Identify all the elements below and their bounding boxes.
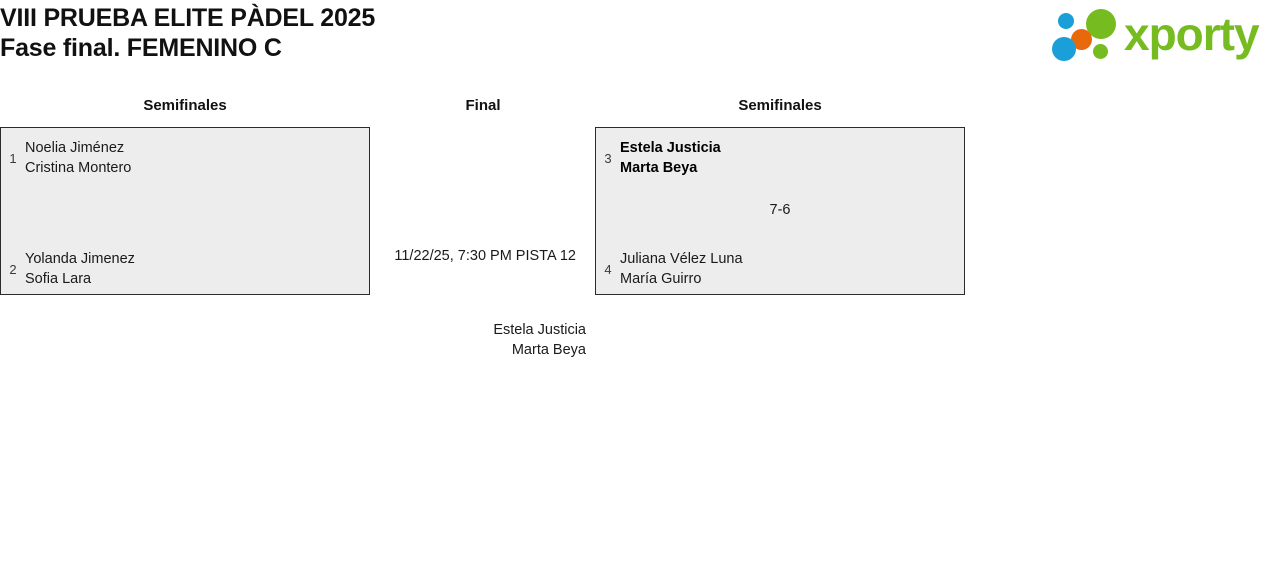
logo-dot-orange — [1071, 29, 1092, 50]
tournament-title-line-2: Fase final. FEMENINO C — [0, 34, 282, 62]
team-seed: 3 — [604, 151, 612, 166]
xporty-logo[interactable]: xporty — [1046, 5, 1274, 63]
match-score: 7-6 — [769, 202, 791, 218]
final-match-schedule: 11/22/25, 7:30 PM PISTA 12 — [394, 248, 576, 264]
tournament-title: VIII PRUEBA ELITE PÀDEL 2025 Fase final.… — [0, 3, 375, 63]
team-player-2: Cristina Montero — [25, 159, 132, 176]
team-player-1: Estela Justicia — [620, 140, 721, 156]
team-player-2: Sofia Lara — [25, 270, 92, 287]
tournament-title-line-1: VIII PRUEBA ELITE PÀDEL 2025 — [0, 4, 376, 32]
team-player-2: Marta Beya — [620, 159, 698, 176]
round-header-semifinals-left: Semifinales — [143, 97, 227, 114]
team-players: Estela Justicia Marta Beya — [620, 139, 721, 178]
final-qualified-team: Estela Justicia Marta Beya — [370, 321, 586, 360]
xporty-dots-icon — [1052, 7, 1124, 61]
team-player-1: Juliana Vélez Luna — [620, 251, 743, 267]
match-team-row[interactable]: 4 Juliana Vélez Luna María Guirro — [596, 250, 964, 289]
team-players: Juliana Vélez Luna María Guirro — [620, 250, 743, 289]
team-seed: 4 — [604, 262, 612, 277]
match-team-row[interactable]: 2 Yolanda Jimenez Sofia Lara — [1, 250, 369, 289]
team-player-1: Noelia Jiménez — [25, 140, 125, 156]
page-header: VIII PRUEBA ELITE PÀDEL 2025 Fase final.… — [0, 0, 1280, 78]
match-semifinal-left[interactable]: 1 Noelia Jiménez Cristina Montero 2 Yola… — [0, 127, 370, 295]
final-qualified-player-2: Marta Beya — [511, 341, 586, 358]
team-seed: 1 — [9, 151, 17, 166]
logo-dot-green-large — [1086, 9, 1116, 39]
xporty-wordmark: xporty — [1124, 8, 1260, 60]
match-team-row[interactable]: 3 Estela Justicia Marta Beya — [596, 139, 964, 178]
round-header-final: Final — [465, 97, 501, 114]
team-player-1: Yolanda Jimenez — [25, 251, 135, 267]
logo-dot-blue-large — [1052, 37, 1076, 61]
team-players: Noelia Jiménez Cristina Montero — [25, 139, 131, 178]
match-team-row[interactable]: 1 Noelia Jiménez Cristina Montero — [1, 139, 369, 178]
final-qualified-player-1: Estela Justicia — [493, 322, 586, 338]
team-player-2: María Guirro — [620, 270, 702, 287]
round-header-semifinals-right: Semifinales — [738, 97, 822, 114]
match-semifinal-right[interactable]: 3 Estela Justicia Marta Beya 7-6 4 Julia… — [595, 127, 965, 295]
logo-dot-blue-small — [1058, 13, 1074, 29]
team-players: Yolanda Jimenez Sofia Lara — [25, 250, 135, 289]
team-seed: 2 — [9, 262, 17, 277]
logo-dot-green-small — [1093, 44, 1108, 59]
